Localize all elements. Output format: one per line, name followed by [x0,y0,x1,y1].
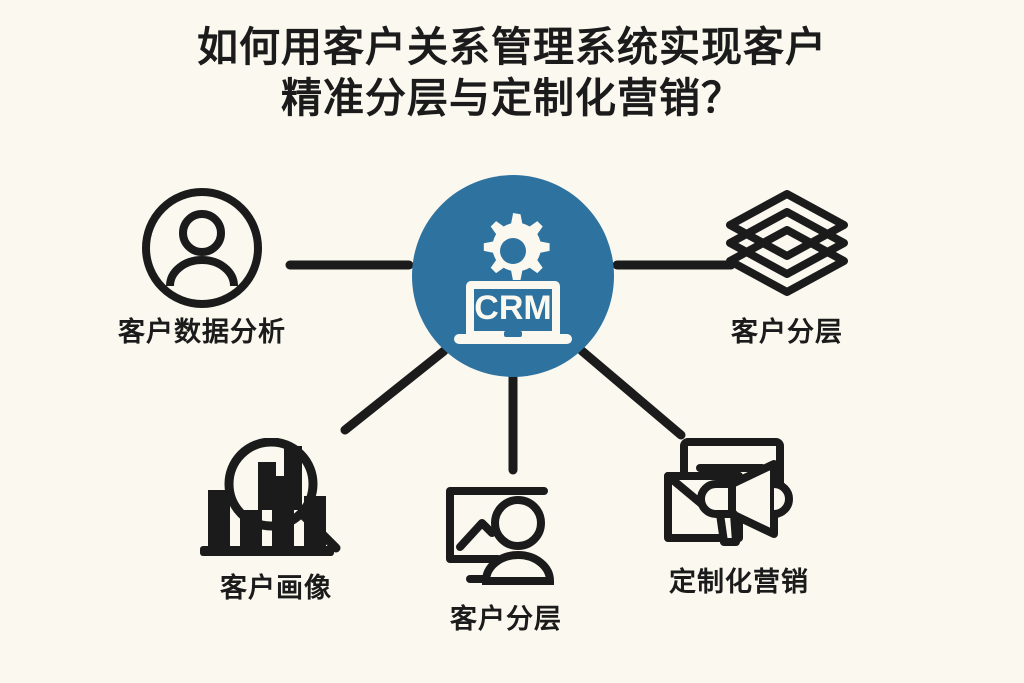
envelope-megaphone-icon [664,438,793,546]
page-title: 如何用客户关系管理系统实现客户 精准分层与定制化营销？ [0,22,1024,124]
gear-laptop-icon: CRM [454,213,572,344]
user-avatar-circle-icon [142,188,262,308]
node-customer-profile[interactable]: 客户画像 [196,438,356,605]
crm-hub[interactable]: CRM [412,175,614,377]
node-customer-profile-label: 客户画像 [220,573,332,603]
node-customer-layering-bottom[interactable]: 客户分层 [436,475,576,636]
chart-person-icon [446,487,555,585]
connector-to-customer-profile [340,346,449,435]
page-title-line-1: 如何用客户关系管理系统实现客户 [197,24,827,70]
node-customer-segmentation-top-label: 客户分层 [731,317,843,347]
crm-hub-label: CRM [474,289,551,327]
layers-stack-icon [726,190,848,296]
page-title-line-2: 精准分层与定制化营销？ [281,75,743,121]
node-customer-segmentation-top[interactable]: 客户分层 [722,186,852,349]
bar-chart-magnifier-icon [200,438,341,556]
node-customer-data-analysis-label: 客户数据分析 [118,317,286,347]
node-customized-marketing-label: 定制化营销 [669,567,809,597]
node-customized-marketing[interactable]: 定制化营销 [654,432,824,599]
node-customer-layering-bottom-label: 客户分层 [450,604,562,634]
connector-to-customized-marketing [577,346,686,440]
node-customer-data-analysis[interactable]: 客户数据分析 [118,186,286,349]
